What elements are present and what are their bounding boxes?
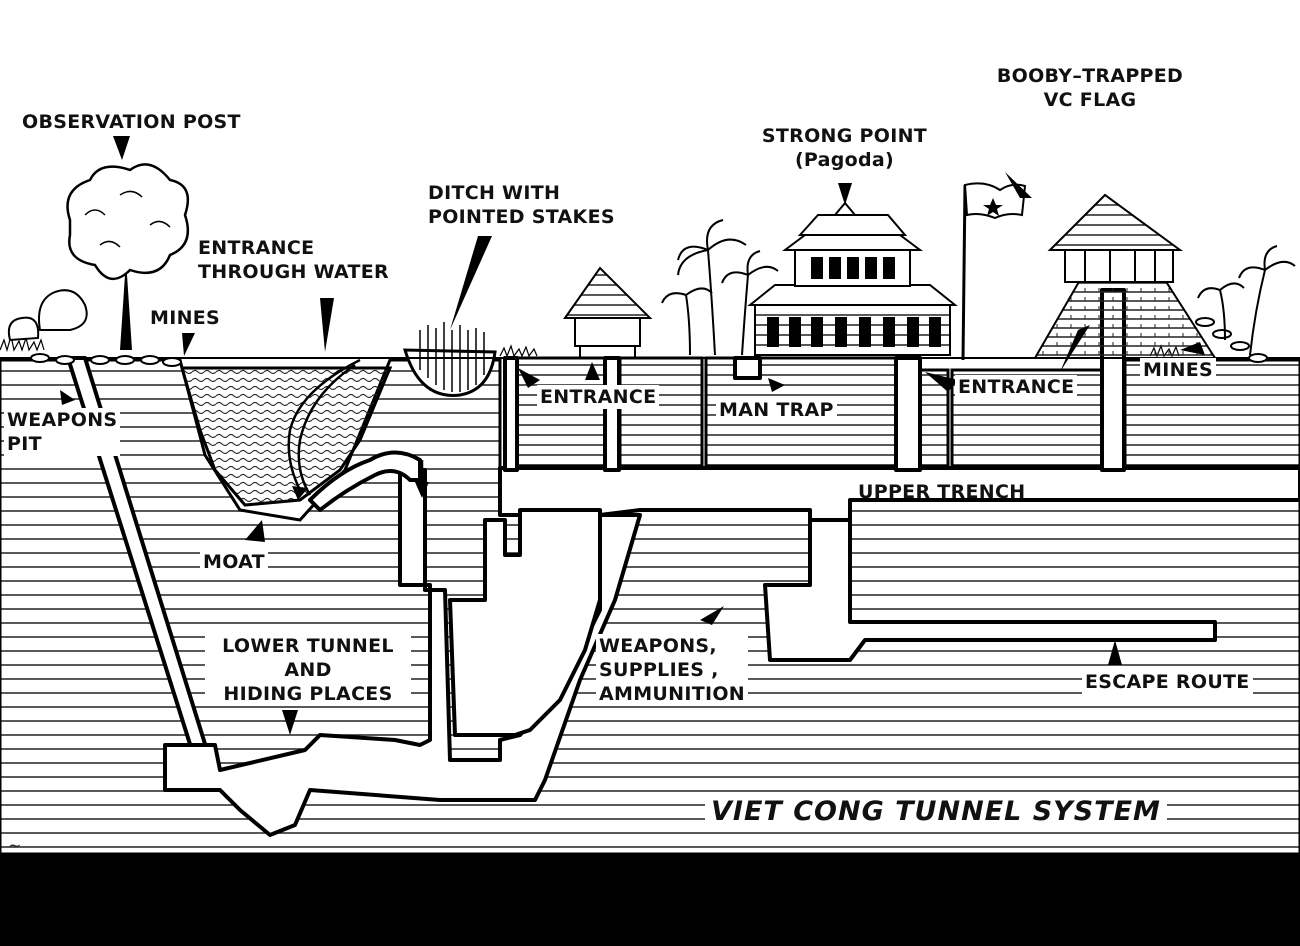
label-booby-trapped-flag: BOOBY–TRAPPED VC FLAG [980,64,1200,112]
label-man-trap: MAN TRAP [716,398,837,422]
pointers [60,136,1205,735]
label-entrance-water-line1: ENTRANCE [198,237,315,259]
pointer-moat [245,520,265,542]
label-mines-right: MINES [1140,358,1217,382]
vc-flag-icon [961,182,1027,361]
pointer-mines-right [1180,342,1205,355]
label-weapons-pit-line2: PIT [7,433,42,455]
pointer-entrance-1 [518,368,540,388]
pointer-strong [838,183,852,205]
label-lower-tunnel-line3: HIDING PLACES [223,683,393,705]
ditch-stakes [419,322,485,392]
pointer-entrance-2 [925,372,958,392]
diagram-title: VIET CONG TUNNEL SYSTEM [705,796,1167,827]
label-weapons-pit-line1: WEAPONS [7,409,118,431]
shaft-3 [894,356,922,472]
label-ditch-stakes: DITCH WITH POINTED STAKES [428,181,615,229]
pointer-mines-left [182,333,195,356]
mines-right-field [1195,317,1268,363]
label-ditch-line2: POINTED STAKES [428,206,615,228]
pagoda-icon [747,201,958,356]
surface-block-2 [618,356,704,468]
palm-tree-icon [661,219,1296,356]
man-trap-pit [733,356,762,380]
label-lower-tunnel-line1: LOWER TUNNEL [222,635,394,657]
pointer-mantrap [768,378,785,392]
bush-icon [7,289,88,342]
pointer-water [320,298,334,352]
tree-icon [66,163,190,350]
label-weapons-supplies: WEAPONS, SUPPLIES , AMMUNITION [596,634,749,706]
label-weapons-pit: WEAPONS PIT [4,408,121,456]
label-strong-point: STRONG POINT (Pagoda) [742,124,947,172]
label-entrance-through-water: ENTRANCE THROUGH WATER [198,236,389,284]
label-observation-post: OBSERVATION POST [22,111,241,133]
label-supplies-line2: SUPPLIES , [599,659,719,681]
pointer-escape [1108,640,1122,665]
label-strong-point-line1: STRONG POINT [761,125,928,147]
watchtower-icon [1033,193,1217,359]
label-entrance-1: ENTRANCE [537,385,660,409]
water-entrance-pipe [308,450,422,512]
pointer-observation [113,136,130,160]
label-flag-line2: VC FLAG [1043,89,1137,111]
tunnel-network [66,288,1300,837]
storage-pocket [448,508,602,737]
pointer-supplies [700,606,724,625]
label-strong-point-line2: (Pagoda) [794,149,895,171]
hut-icon [563,266,653,358]
pointer-entrance-1b [585,362,600,380]
artist-signature: ~ [8,836,22,855]
label-mines-left: MINES [150,307,221,329]
pointer-entrance-2b [1060,325,1090,372]
label-upper-trench: UPPER TRENCH [858,481,1026,503]
label-ditch-line1: DITCH WITH [428,182,561,204]
shaft-2 [603,356,621,472]
pointer-lower [282,710,298,735]
label-lower-tunnel-line2: AND [284,659,332,681]
label-escape-route: ESCAPE ROUTE [1082,670,1253,694]
pointer-weapons-pit [60,390,75,405]
mines-left-field [30,353,182,367]
escape-route-tunnel [763,518,1217,662]
lower-tunnel [163,468,642,837]
footer-bar [0,856,1300,946]
label-entrance-water-line2: THROUGH WATER [198,261,389,283]
pointer-ditch [450,236,492,330]
label-entrance-2: ENTRANCE [955,375,1078,399]
moat-water [180,366,393,507]
label-supplies-line3: AMMUNITION [599,683,746,705]
label-lower-tunnel: LOWER TUNNEL AND HIDING PLACES [205,634,411,706]
label-moat: MOAT [200,550,268,574]
label-supplies-line1: WEAPONS, [599,635,717,657]
shaft-1 [503,356,519,472]
label-flag-line1: BOOBY–TRAPPED [996,65,1184,87]
pointer-flag [1005,172,1032,198]
